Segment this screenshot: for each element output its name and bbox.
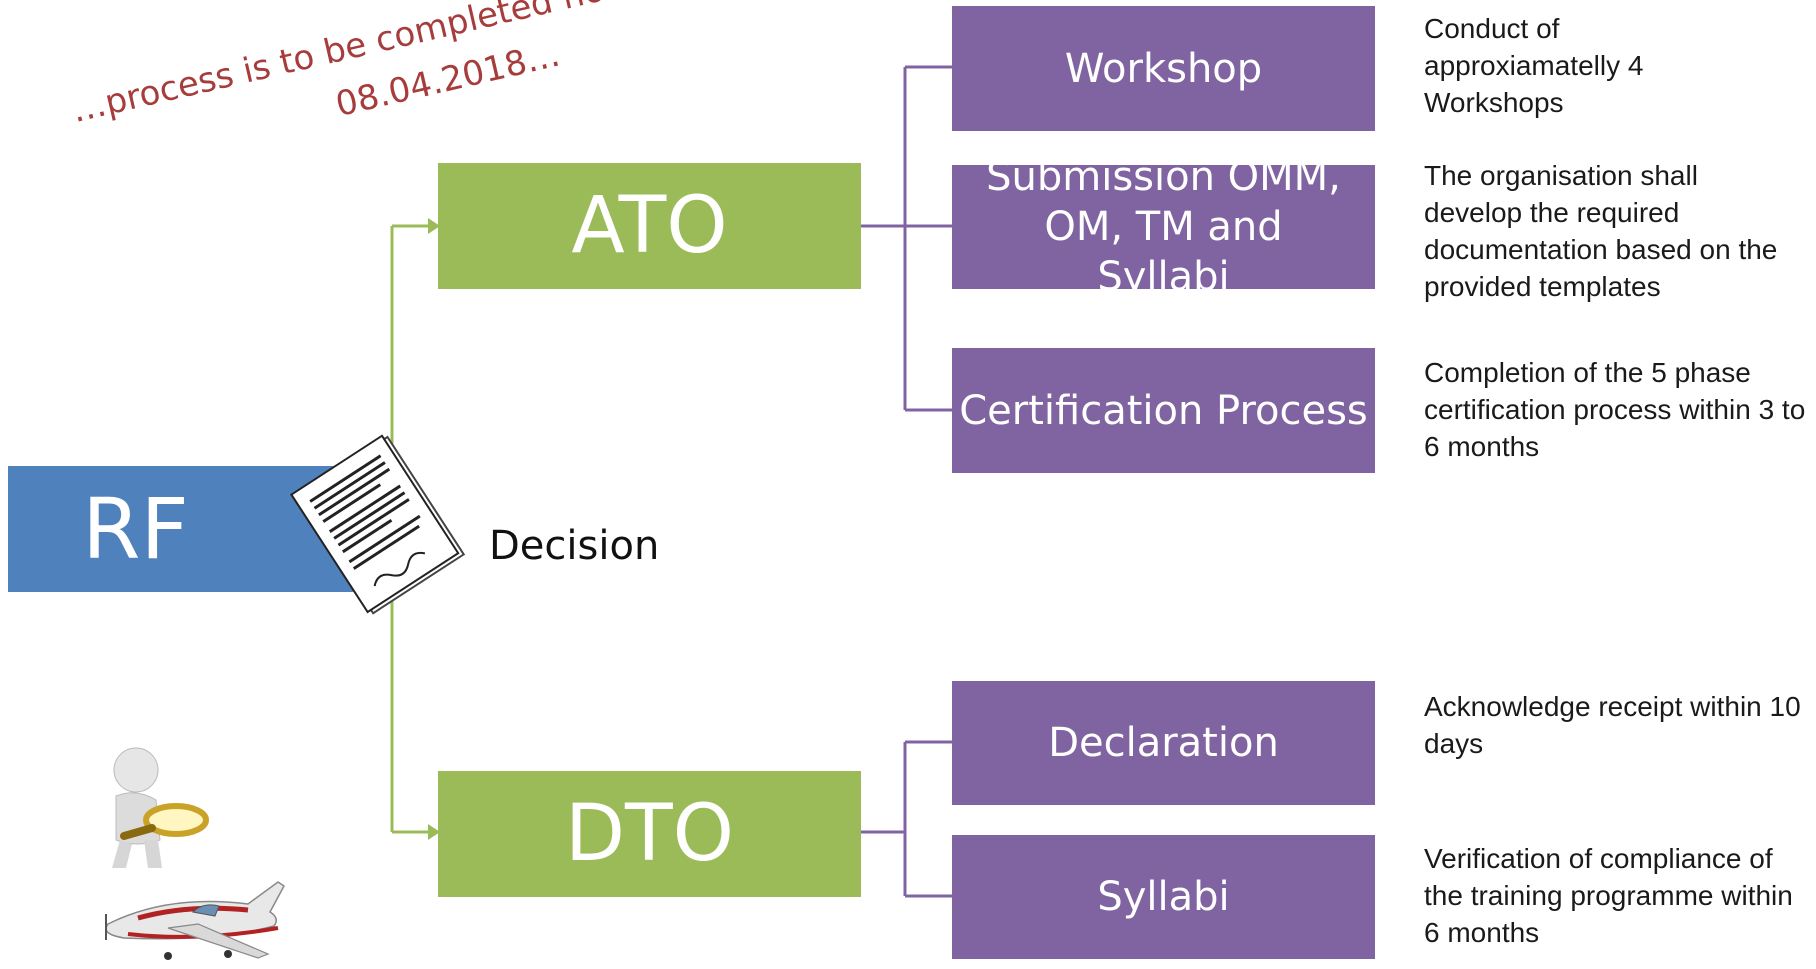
submission-description: The organisation shall develop the requi… (1424, 160, 1778, 302)
signed-contract-icon (282, 418, 482, 630)
certification-process-label: Certification Process (959, 387, 1368, 434)
submission-label: Submission OMM, OM, TM and Syllabi (986, 154, 1341, 300)
airplane-icon (98, 874, 303, 964)
certification-process-box: Certification Process (952, 348, 1375, 473)
syllabi-description: Verification of compliance of the traini… (1424, 843, 1793, 948)
rf-box: RF (8, 466, 353, 592)
certification-description: Completion of the 5 phase certification … (1424, 357, 1806, 462)
declaration-description: Acknowledge receipt within 10 days (1424, 691, 1801, 759)
ato-label: ATO (571, 181, 728, 271)
inspector-figure-icon (88, 744, 218, 874)
dto-box: DTO (438, 771, 861, 897)
arrow-head-dto (428, 824, 440, 840)
arrow-head-ato (428, 218, 440, 234)
declaration-box: Declaration (952, 681, 1375, 805)
syllabi-label: Syllabi (1097, 874, 1230, 920)
decision-label: Decision (489, 523, 660, 569)
declaration-label: Declaration (1048, 720, 1279, 766)
dto-label: DTO (564, 789, 735, 879)
workshop-label: Workshop (1064, 45, 1263, 92)
ato-box: ATO (438, 163, 861, 289)
workshop-box: Workshop (952, 6, 1375, 131)
submission-box: Submission OMM, OM, TM and Syllabi (952, 154, 1375, 300)
workshop-description: Conduct of approxiamatelly 4 Workshops (1424, 13, 1644, 118)
syllabi-box: Syllabi (952, 835, 1375, 959)
rf-label: RF (82, 480, 189, 578)
